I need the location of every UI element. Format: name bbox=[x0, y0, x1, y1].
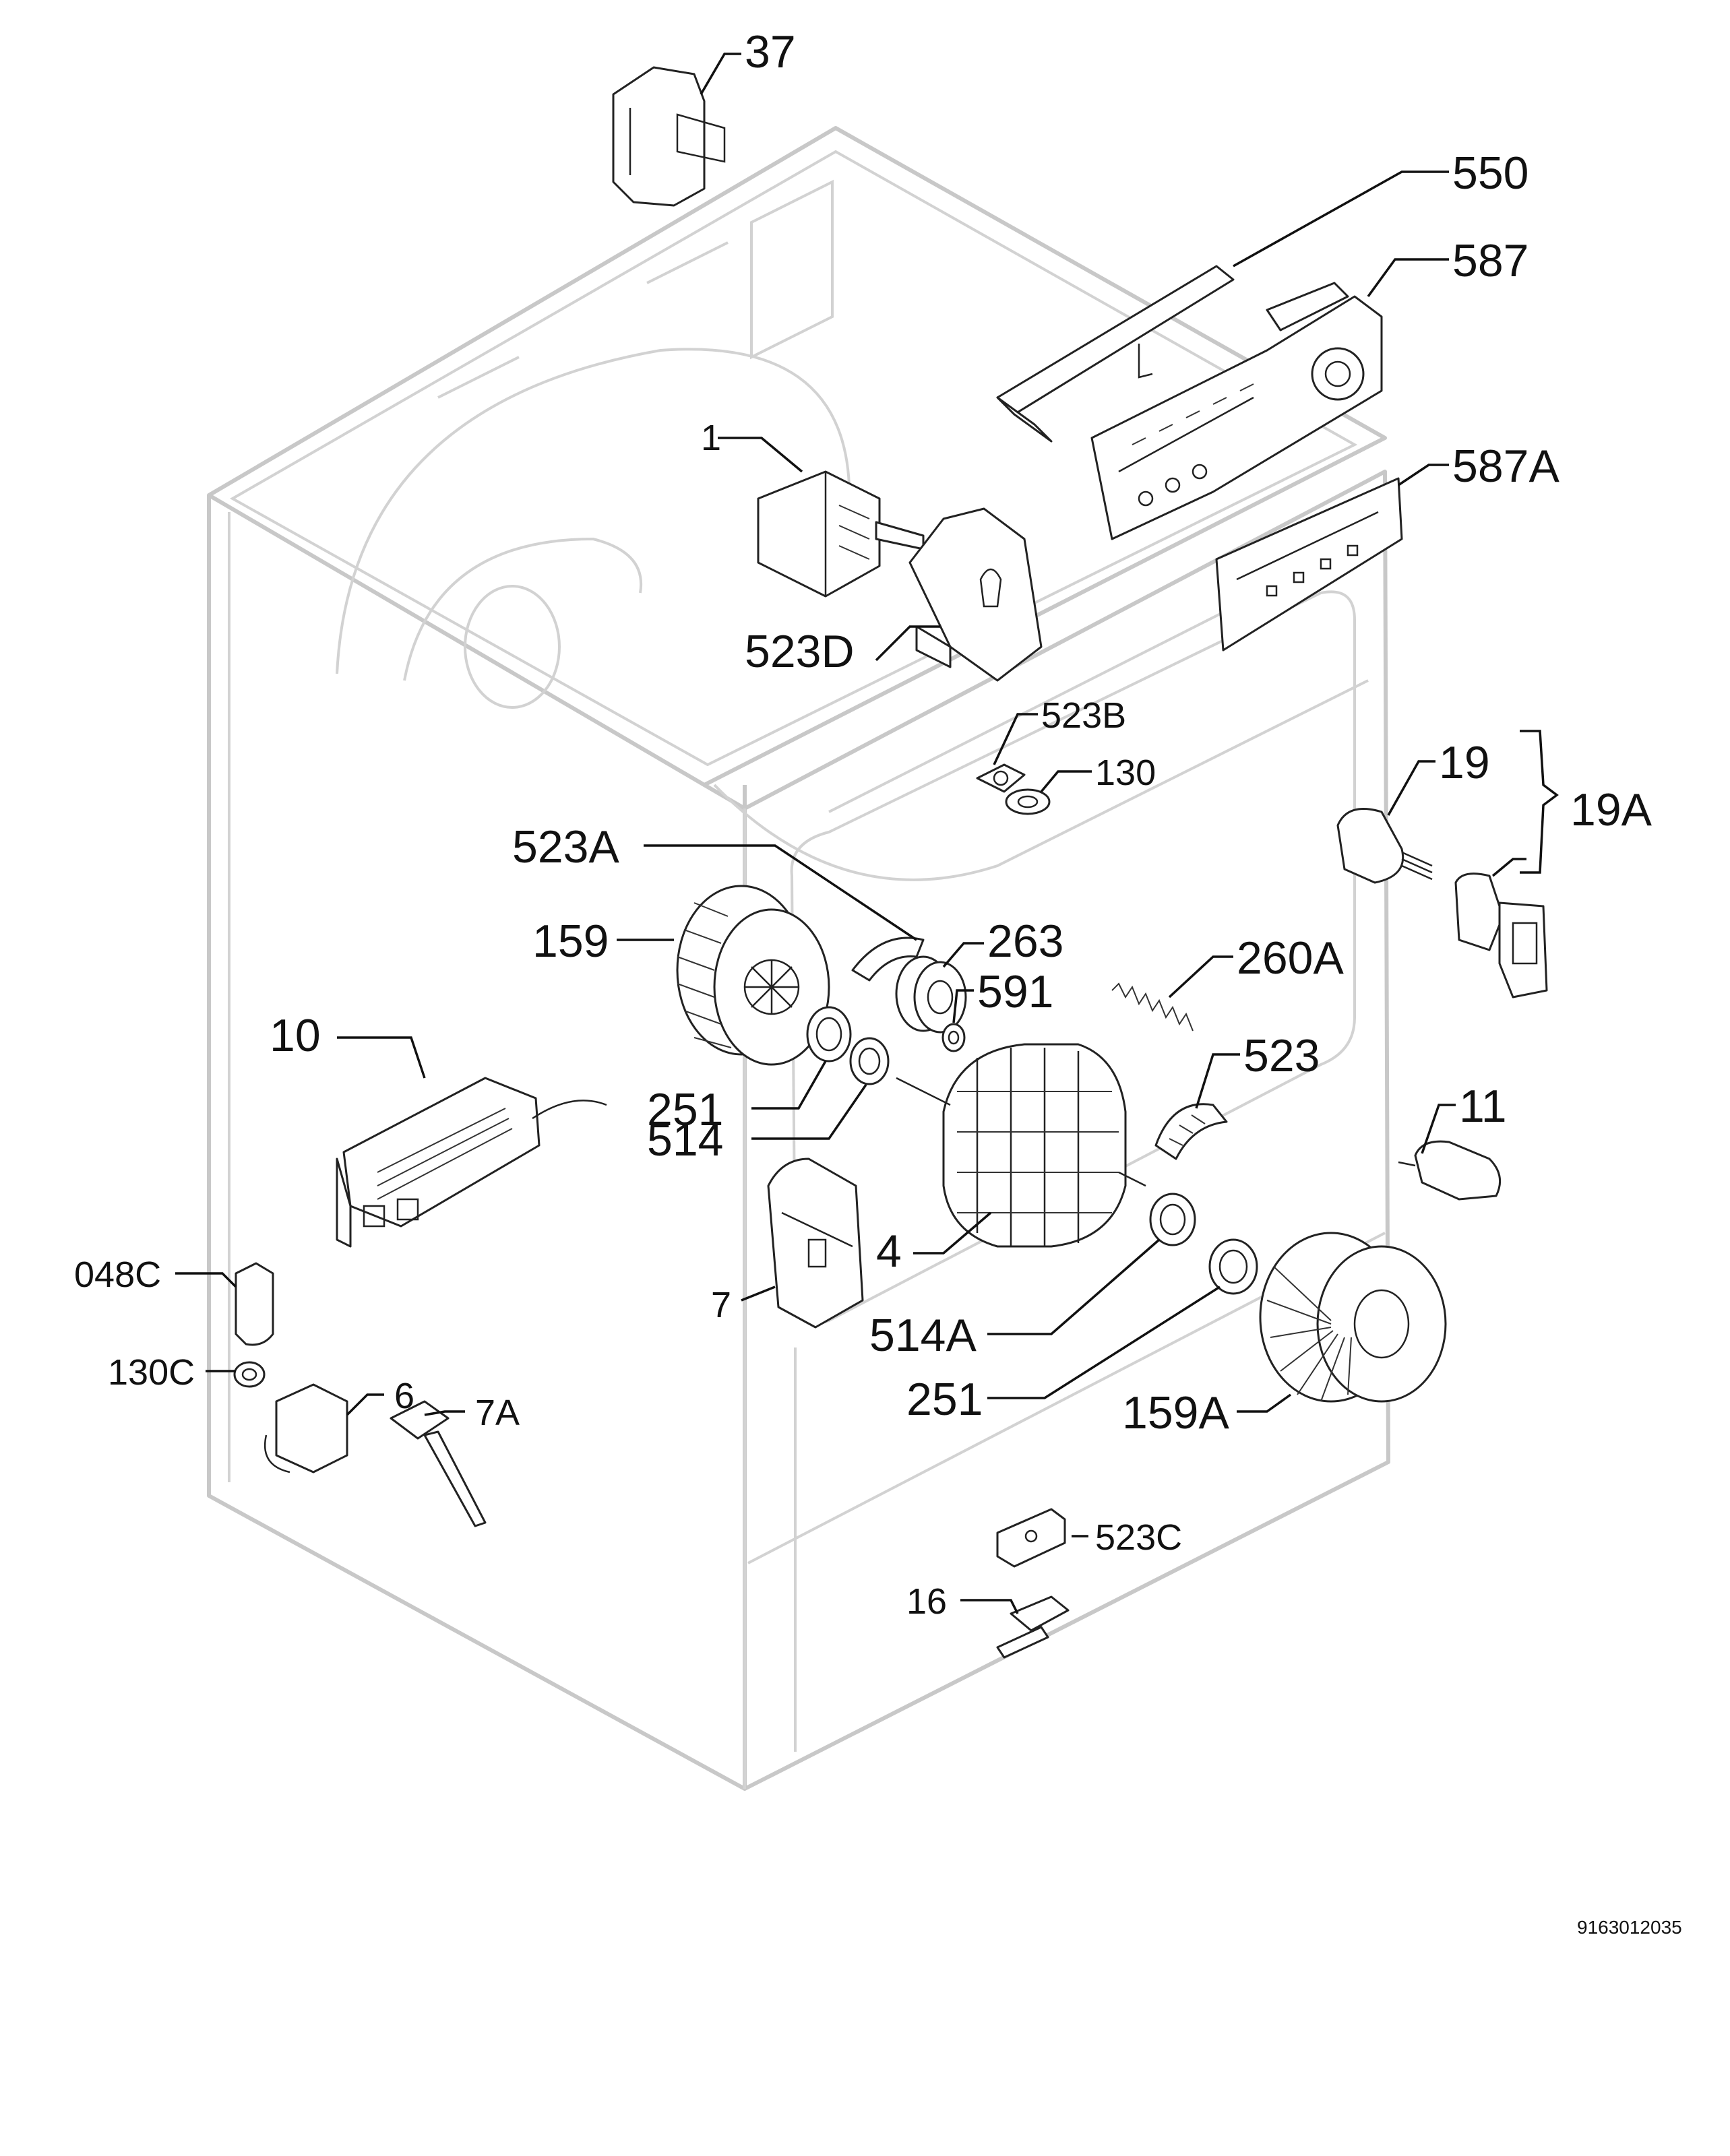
callout-587: 587 bbox=[1452, 235, 1528, 286]
callout-048C: 048C bbox=[74, 1255, 161, 1295]
part-591-washer bbox=[941, 1023, 966, 1052]
callout-263: 263 bbox=[987, 916, 1063, 967]
part-159-drum-wheel bbox=[676, 885, 830, 1066]
callout-16: 16 bbox=[906, 1581, 947, 1622]
part-130-washer bbox=[1005, 788, 1051, 815]
part-523B-clip bbox=[976, 763, 1026, 793]
part-048C-plug bbox=[235, 1262, 274, 1346]
part-130C-grommet bbox=[233, 1361, 266, 1388]
callout-523C: 523C bbox=[1095, 1517, 1182, 1558]
part-7-door-lock bbox=[767, 1158, 864, 1329]
callout-130C: 130C bbox=[108, 1352, 195, 1393]
callout-7: 7 bbox=[711, 1285, 731, 1325]
part-19-sensor bbox=[1336, 808, 1433, 884]
callout-260A: 260A bbox=[1237, 932, 1344, 984]
part-37-connector bbox=[612, 66, 726, 207]
part-514-bearing bbox=[849, 1037, 890, 1085]
callout-523B: 523B bbox=[1041, 695, 1126, 736]
part-523-clamp bbox=[1154, 1103, 1228, 1160]
callout-11: 11 bbox=[1459, 1081, 1507, 1132]
callout-251-lower: 251 bbox=[906, 1374, 983, 1425]
part-159A-fan-wheel bbox=[1259, 1232, 1447, 1403]
part-514A-bearing bbox=[1149, 1193, 1196, 1246]
callout-19: 19 bbox=[1439, 737, 1490, 788]
callout-550: 550 bbox=[1452, 148, 1528, 199]
part-16-switch bbox=[996, 1595, 1070, 1659]
callout-587A: 587A bbox=[1452, 441, 1559, 492]
part-1-switch bbox=[757, 470, 925, 598]
callout-251-upper: 251 bbox=[647, 1084, 723, 1135]
callout-523D: 523D bbox=[745, 626, 855, 677]
part-523A-clamp bbox=[851, 937, 925, 982]
callout-130: 130 bbox=[1095, 753, 1156, 793]
callout-591: 591 bbox=[977, 966, 1053, 1017]
callout-523: 523 bbox=[1243, 1030, 1320, 1081]
callout-159: 159 bbox=[532, 916, 609, 967]
part-251-bearing-lower bbox=[1208, 1238, 1258, 1295]
part-260A-spring bbox=[1111, 982, 1194, 1032]
callout-1: 1 bbox=[701, 418, 721, 458]
callout-523A: 523A bbox=[512, 821, 619, 873]
callout-37: 37 bbox=[745, 26, 796, 77]
callout-4: 4 bbox=[876, 1226, 902, 1277]
part-7A-microswitch bbox=[390, 1400, 487, 1527]
callout-7A: 7A bbox=[475, 1393, 520, 1433]
part-587-control-module bbox=[1090, 282, 1383, 540]
part-19A-holder bbox=[1454, 873, 1548, 998]
part-550-cover-strip bbox=[996, 265, 1235, 443]
part-523D-bracket bbox=[908, 507, 1043, 682]
part-11-capacitor bbox=[1398, 1140, 1502, 1201]
document-number: 9163012035 bbox=[1577, 1917, 1682, 1938]
part-4-motor bbox=[896, 1043, 1146, 1248]
callout-514: 514 bbox=[647, 1114, 723, 1166]
part-10-heater bbox=[336, 1077, 607, 1248]
part-6-relay bbox=[264, 1383, 348, 1473]
callout-labels: 37 550 587 587A 1 523D 523B 130 19 19A 5… bbox=[74, 26, 1682, 1938]
callout-514A: 514A bbox=[869, 1310, 977, 1361]
part-263-pulley bbox=[895, 955, 967, 1034]
callout-159A: 159A bbox=[1122, 1387, 1229, 1438]
callout-6: 6 bbox=[394, 1376, 414, 1416]
part-587A-circuit-board bbox=[1215, 477, 1403, 652]
callout-10: 10 bbox=[270, 1010, 321, 1061]
part-251-bearing-upper bbox=[806, 1006, 852, 1063]
part-523C-bracket bbox=[996, 1508, 1066, 1568]
leader-lines bbox=[175, 53, 1559, 1614]
callout-19A: 19A bbox=[1570, 784, 1652, 835]
